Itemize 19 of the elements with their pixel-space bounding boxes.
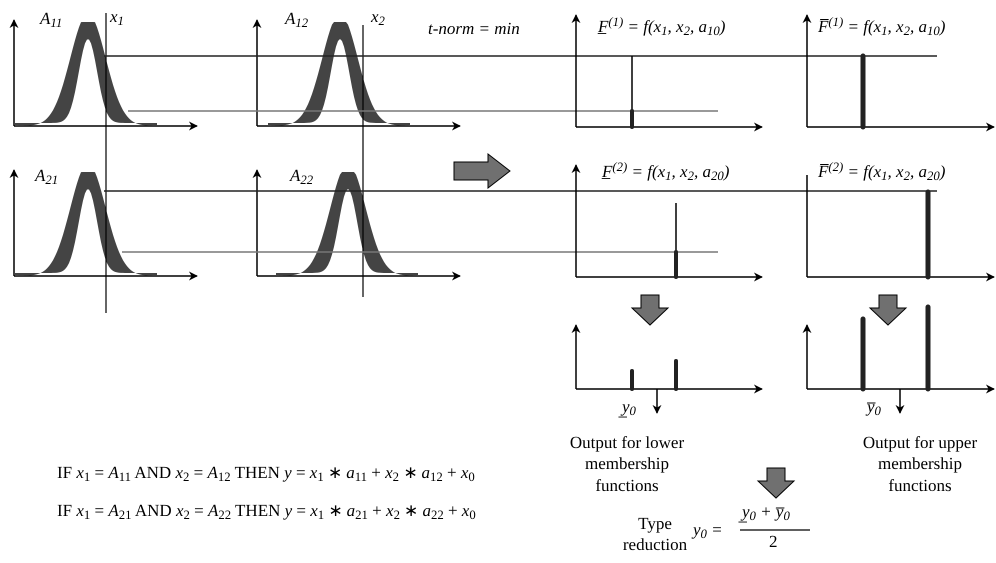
- operator-label: t-norm = min: [428, 18, 520, 40]
- formula-label: 2: [769, 531, 778, 552]
- formula-label: y$_{0}$ =: [693, 519, 723, 540]
- output-caption: Output for lower membership functions: [568, 432, 686, 496]
- output-caption: Output for upper membership functions: [862, 432, 978, 496]
- formula-label: F̲$^{(1)}$ = f(x$_{1}$, x$_{2}$, a$_{10}$): [598, 16, 726, 38]
- formula-label: F̲$^{(2)}$ = f(x$_{1}$, x$_{2}$, a$_{20}$): [602, 161, 730, 182]
- input-label: x$_{2}$: [371, 6, 385, 28]
- curve-label: A$_{11}$: [40, 8, 62, 30]
- curve-label: A$_{12}$: [285, 8, 308, 30]
- formula-label: F̅$^{(1)}$ = f(x$_{1}$, x$_{2}$, a$_{10}$): [818, 16, 946, 38]
- input-label: x$_{1}$: [110, 6, 124, 28]
- curve-label: A$_{22}$: [290, 165, 314, 186]
- curve-label: A$_{21}$: [35, 165, 58, 186]
- output-label: y̅$_{0}$: [867, 396, 881, 418]
- rule-text: IF x$_{1}$ = A$_{11}$ AND x$_{2}$ = A$_{12}$ THEN y = x$_{1}$ ∗ a$_{11}$ + x$_{2}$ ∗ a$_{12}$ + x$_{0}$: [57, 462, 475, 484]
- formula-label: F̅$^{(2)}$ = f(x$_{1}$, x$_{2}$, a$_{20}$): [818, 161, 946, 182]
- rule-text: IF x$_{1}$ = A$_{21}$ AND x$_{2}$ = A$_{22}$ THEN y = x$_{1}$ ∗ a$_{21}$ + x$_{2}$ ∗ a$_{22}$ + x$_{0}$: [57, 500, 476, 522]
- step-caption: Type reduction: [622, 513, 688, 556]
